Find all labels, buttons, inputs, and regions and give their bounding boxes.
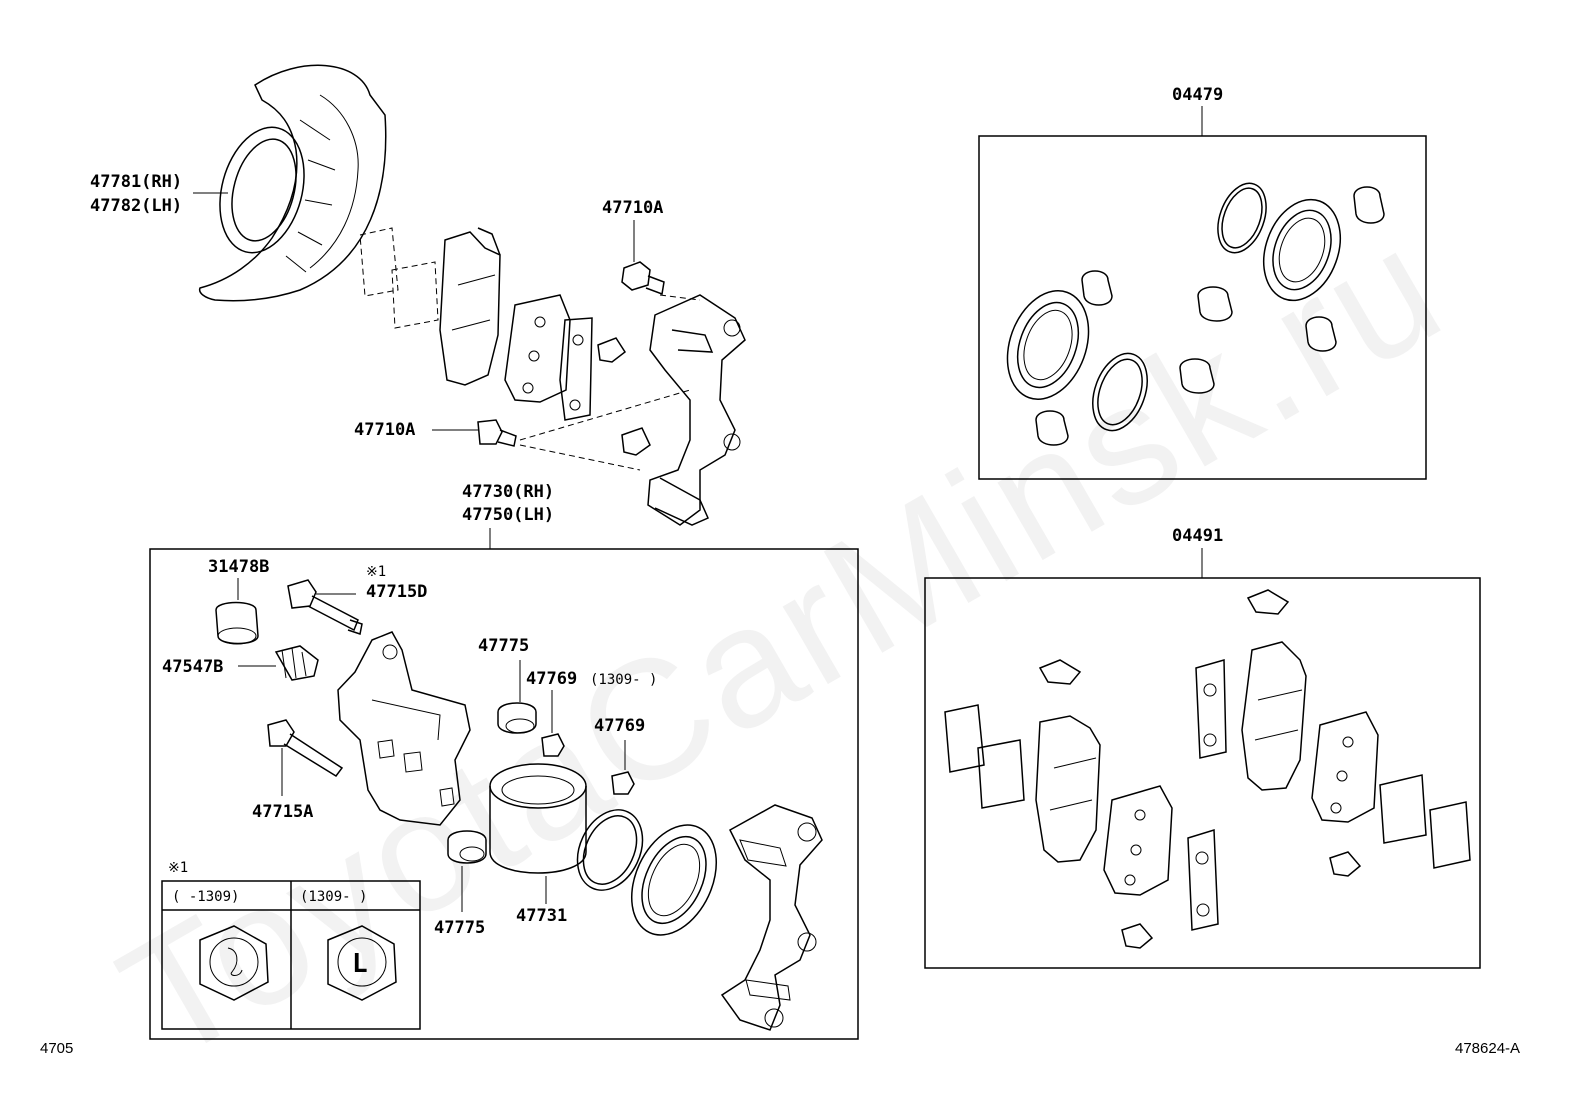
guide-pin-a [267, 719, 344, 796]
legend-mark: ※1 [168, 860, 189, 876]
bleeder-47547b [238, 645, 319, 681]
legend-table [161, 880, 421, 1030]
label-piston: 47731 [516, 906, 568, 926]
page-code-left: 4705 [40, 1040, 74, 1057]
legend-col1: ( -1309) [172, 889, 240, 905]
outer-pads-exploded [359, 227, 651, 456]
label-pin-d: 47715D [366, 582, 428, 602]
mounting-bracket-lower [720, 804, 823, 1031]
caliper-assembly-box [149, 548, 859, 1040]
label-bleeder: 47547B [162, 657, 224, 677]
guide-pin-d [287, 579, 363, 635]
cap-upper [541, 690, 565, 757]
label-shield-lh: 47782(LH) [90, 196, 183, 216]
seal-kit-box [978, 135, 1427, 480]
label-boot-upper: 47775 [478, 636, 530, 656]
seal-kit-parts [1006, 182, 1385, 446]
mounting-bracket-upper [647, 294, 746, 526]
legend-col2: (1309- ) [300, 889, 368, 905]
label-caliper-rh: 47730(RH) [462, 482, 555, 502]
bolt-upper [621, 220, 665, 296]
label-pad-kit: 04491 [1172, 526, 1224, 546]
dust-boot-seal [630, 824, 718, 936]
label-shield-rh: 47781(RH) [90, 172, 183, 192]
hex-head-l-mark [327, 925, 397, 1001]
boot-upper [497, 660, 537, 734]
label-note-mark: ※1 [366, 564, 387, 580]
label-seal-kit: 04479 [1172, 85, 1224, 105]
hex-head-no-mark [199, 925, 269, 1001]
legend-letter-l: L [352, 949, 368, 979]
pad-kit-box [924, 577, 1481, 969]
piston-seal [576, 809, 644, 891]
boot-lower [447, 830, 487, 912]
label-pin-a: 47715A [252, 802, 314, 822]
pad-kit-parts [944, 589, 1471, 949]
caliper-body [337, 631, 471, 826]
cap-lower [611, 740, 635, 795]
bolt-lower [432, 419, 517, 447]
label-bolt-lower: 47710A [354, 420, 416, 440]
label-cap-upper-range: (1309- ) [590, 672, 658, 688]
label-caliper-lh: 47750(LH) [462, 505, 555, 525]
label-boot-lower: 47775 [434, 918, 486, 938]
label-bush: 31478B [208, 557, 270, 577]
label-bolt-upper: 47710A [602, 198, 664, 218]
dust-shield [198, 64, 387, 302]
piston-47731 [489, 763, 587, 904]
page-code-right: 478624-A [1455, 1040, 1521, 1057]
bush-31478b [215, 578, 259, 645]
label-cap-lower: 47769 [594, 716, 646, 736]
label-cap-upper: 47769 [526, 669, 578, 689]
